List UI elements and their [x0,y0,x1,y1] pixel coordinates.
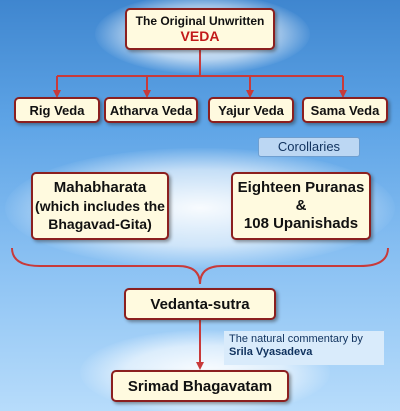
commentary-note: The natural commentary by Srila Vyasadev… [224,331,384,365]
srimad-bhagavatam-box: Srimad Bhagavatam [111,370,289,402]
veda-label: Rig Veda [29,102,85,118]
root-line1: The Original Unwritten [135,14,265,28]
puranas-upanishads-box: Eighteen Puranas & 108 Upanishads [231,172,371,240]
root-veda-box: The Original Unwritten VEDA [125,8,275,50]
root-line2: VEDA [180,28,220,44]
veda-box-yajur: Yajur Veda [208,97,294,123]
veda-box-rig: Rig Veda [14,97,100,123]
curly-brace [11,247,389,285]
commentary-line2: Srila Vyasadeva [229,346,313,358]
mahabharata-box: Mahabharata (which includes the Bhagavad… [31,172,169,240]
veda-label: Sama Veda [310,102,380,118]
puranas-line1: Eighteen Puranas [237,179,365,196]
veda-box-atharva: Atharva Veda [104,97,198,123]
corollaries-label: Corollaries [258,137,360,157]
commentary-line1: The natural commentary by [229,333,363,345]
mahabharata-line1: Mahabharata [53,179,147,196]
puranas-line3: 108 Upanishads [243,215,359,232]
bhagavatam-label: Srimad Bhagavatam [127,377,273,395]
veda-box-sama: Sama Veda [302,97,388,123]
vedanta-label: Vedanta-sutra [150,295,250,313]
mahabharata-line3: Bhagavad-Gita) [48,216,152,232]
mahabharata-line2: (which includes the [35,198,165,214]
puranas-line2: & [295,197,307,214]
veda-label: Yajur Veda [218,102,284,118]
vedanta-sutra-box: Vedanta-sutra [124,288,276,320]
veda-label: Atharva Veda [109,102,193,118]
